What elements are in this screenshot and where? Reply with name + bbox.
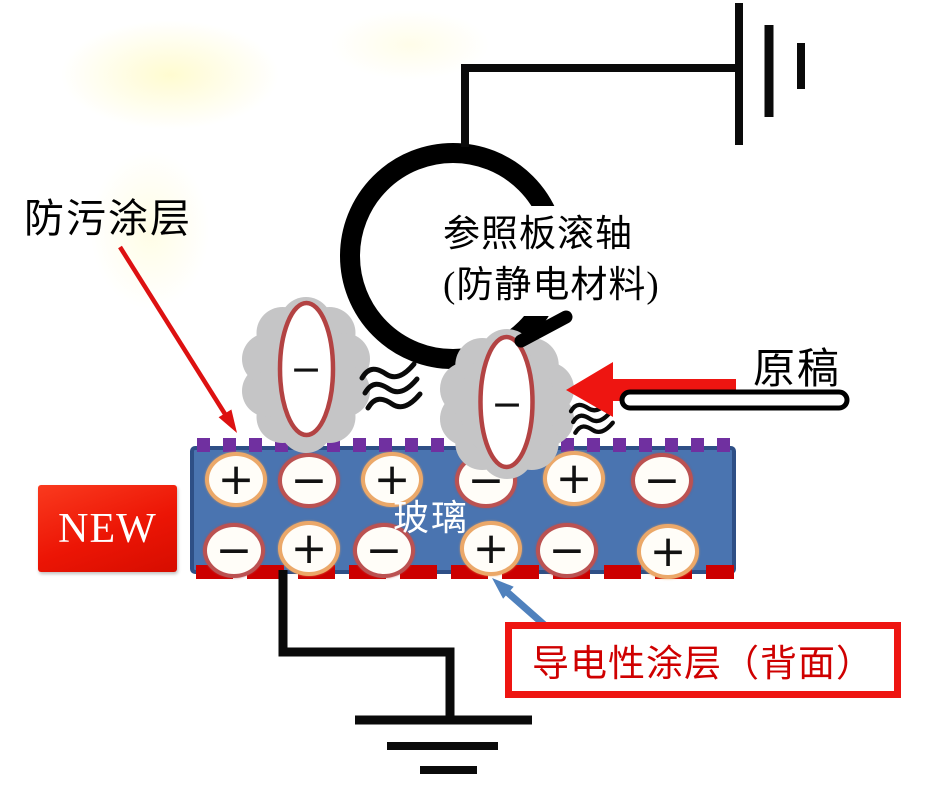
cloud-charge-sign-right: − xyxy=(491,382,523,427)
glass-label: 玻璃 xyxy=(393,498,470,538)
pointer-arrow-antifouling xyxy=(118,245,237,433)
original-document-bar xyxy=(619,389,850,411)
charge-pos: + xyxy=(543,451,605,506)
ground-wire-bottom xyxy=(278,570,455,718)
conductive-coating-label-box: 导电性涂层（背面） xyxy=(505,622,901,698)
original-document-label: 原稿 xyxy=(753,347,842,393)
ground-symbol-top-right xyxy=(735,3,805,145)
roller-text-backdrop xyxy=(444,206,736,316)
charge-pos: + xyxy=(361,452,423,507)
roller-label-line2: (防静电材料) xyxy=(443,265,660,306)
ground-wire-top xyxy=(461,64,735,147)
charge-pos: + xyxy=(460,521,522,576)
charge-neg: − xyxy=(631,453,693,508)
negative-ion-ellipse-left xyxy=(277,300,336,438)
roller-arc-stub xyxy=(514,310,573,348)
charge-pos: + xyxy=(278,521,340,576)
antifouling-coating-label: 防污涂层 xyxy=(24,196,192,241)
new-badge: NEW xyxy=(38,485,177,572)
charge-neg: − xyxy=(203,523,265,578)
negative-ion-ellipse-right xyxy=(478,334,535,470)
charge-neg: − xyxy=(536,523,598,578)
roller-label: 参照板滚轴 (防静电材料) xyxy=(443,209,660,311)
airflow-squiggle-left xyxy=(359,361,423,411)
cloud-charge-sign-left: − xyxy=(290,347,322,392)
charge-pos: + xyxy=(637,524,699,579)
ground-symbol-bottom xyxy=(355,715,532,774)
charge-neg: − xyxy=(278,453,340,508)
charge-pos: + xyxy=(205,452,267,507)
charge-neg: − xyxy=(353,523,415,578)
roller-label-line1: 参照板滚轴 xyxy=(443,214,633,255)
